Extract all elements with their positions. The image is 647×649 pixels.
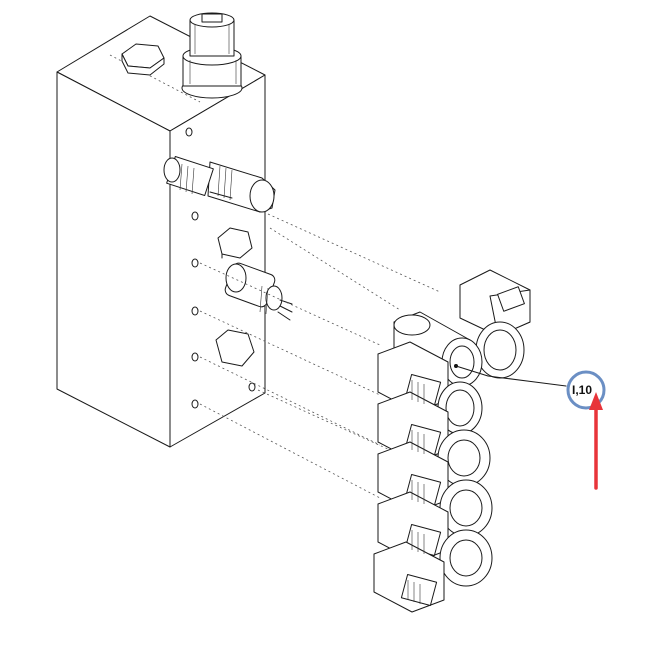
hex-plug-mid xyxy=(217,227,253,259)
callout-circle-icon xyxy=(566,370,606,410)
block-port-holes xyxy=(185,127,256,409)
callout-leader xyxy=(454,364,567,387)
valve-stack xyxy=(373,311,493,613)
hex-plug-lower xyxy=(215,329,255,367)
top-hex-plug xyxy=(121,43,165,76)
top-fitting xyxy=(181,12,243,99)
red-arrow-icon xyxy=(589,392,603,490)
assembly-guide-lines xyxy=(199,213,441,499)
cartridge-valve-upper xyxy=(163,156,276,213)
cartridge-valve-lower xyxy=(224,262,293,321)
callout-label: I,10 xyxy=(566,370,606,410)
callout-text: I,10 xyxy=(572,383,592,397)
